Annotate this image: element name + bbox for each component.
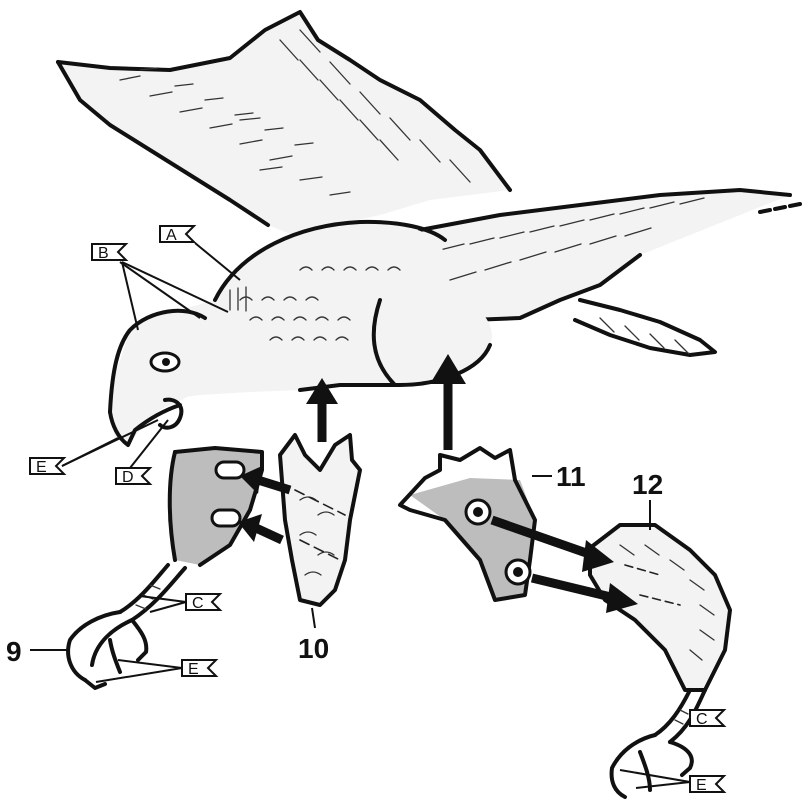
upper-wing (58, 12, 510, 238)
part-12-leg (590, 525, 730, 797)
callout-b: B (92, 244, 126, 262)
callout-c-left: C (186, 594, 220, 612)
callout-a: A (160, 226, 194, 244)
svg-text:D: D (122, 469, 134, 486)
svg-text:A: A (166, 227, 177, 244)
callout-d: D (116, 468, 150, 486)
part-number-12: 12 (632, 469, 663, 500)
part-number-11: 11 (556, 461, 586, 492)
svg-text:E: E (36, 459, 47, 476)
bird-body (110, 222, 492, 445)
svg-text:E: E (188, 661, 199, 678)
part-number-9: 9 (6, 636, 22, 667)
svg-text:C: C (696, 711, 708, 728)
callout-c-right: C (690, 710, 724, 728)
svg-text:C: C (192, 595, 204, 612)
svg-text:B: B (98, 245, 109, 262)
part-9-leg (68, 448, 262, 688)
peg-9-upper (216, 462, 244, 478)
callout-e-right-foot: E (690, 776, 724, 794)
svg-text:E: E (696, 777, 707, 794)
peg-9-lower (212, 510, 240, 526)
callout-e-head: E (30, 458, 64, 476)
part-number-10: 10 (298, 633, 329, 664)
callout-e-left-foot: E (182, 660, 216, 678)
part-10-chest (280, 435, 360, 605)
